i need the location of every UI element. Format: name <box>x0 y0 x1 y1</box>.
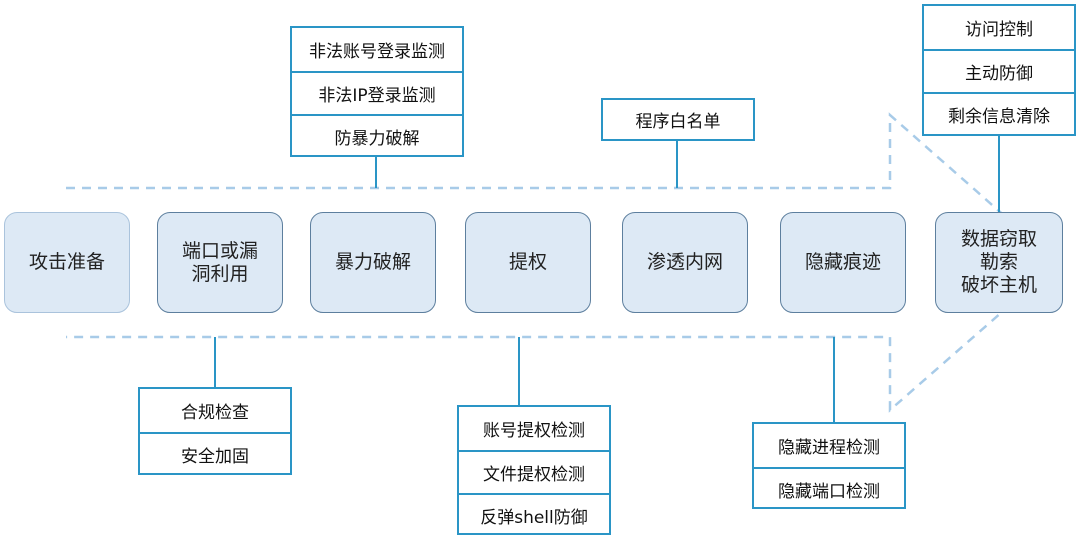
defense-item: 非法账号登录监测 <box>309 42 445 62</box>
defense-item: 合规检查 <box>181 403 249 423</box>
defense-item: 安全加固 <box>140 432 290 475</box>
stage-label: 暴力破解 <box>334 251 411 273</box>
defense-item: 访问控制 <box>965 20 1033 40</box>
defense-item: 账号提权检测 <box>483 421 585 441</box>
defense-group-bottom-1: 合规检查 安全加固 <box>138 387 292 475</box>
stage-privilege-escalation: 提权 <box>465 212 591 313</box>
connector-t2 <box>676 141 678 188</box>
connector-b3 <box>833 337 835 422</box>
stage-hide-traces: 隐藏痕迹 <box>780 212 906 313</box>
connector-b2 <box>518 337 520 405</box>
defense-item: 隐藏进程检测 <box>778 438 880 458</box>
defense-item: 反弹shell防御 <box>459 493 609 536</box>
connector-t1 <box>375 157 377 188</box>
stage-label: 攻击准备 <box>28 251 105 273</box>
stage-label: 数据窃取 勒索 破坏主机 <box>960 228 1037 296</box>
stage-label: 提权 <box>508 251 547 273</box>
connector-t3 <box>998 136 1000 212</box>
defense-item: 剩余信息清除 <box>924 92 1074 135</box>
stage-brute-force: 暴力破解 <box>310 212 436 313</box>
defense-group-top-2: 程序白名单 <box>601 98 755 141</box>
defense-item: 文件提权检测 <box>459 450 609 493</box>
stage-attack-prep: 攻击准备 <box>4 212 130 313</box>
defense-item: 非法IP登录监测 <box>292 71 462 114</box>
connector-b1 <box>214 337 216 387</box>
defense-group-top-1: 非法账号登录监测 非法IP登录监测 防暴力破解 <box>290 26 464 157</box>
defense-item: 防暴力破解 <box>292 114 462 157</box>
stage-label: 渗透内网 <box>646 251 723 273</box>
defense-group-bottom-2: 账号提权检测 文件提权检测 反弹shell防御 <box>457 405 611 535</box>
stage-lateral-movement: 渗透内网 <box>622 212 748 313</box>
defense-item: 隐藏端口检测 <box>754 467 904 510</box>
stage-label: 隐藏痕迹 <box>804 251 881 273</box>
defense-item: 程序白名单 <box>635 112 721 132</box>
defense-group-top-3: 访问控制 主动防御 剩余信息清除 <box>922 4 1076 136</box>
defense-group-bottom-3: 隐藏进程检测 隐藏端口检测 <box>752 422 906 509</box>
stage-data-theft: 数据窃取 勒索 破坏主机 <box>935 212 1063 313</box>
stage-label: 端口或漏 洞利用 <box>181 239 258 285</box>
stage-exploit: 端口或漏 洞利用 <box>157 212 283 313</box>
defense-item: 主动防御 <box>924 49 1074 92</box>
